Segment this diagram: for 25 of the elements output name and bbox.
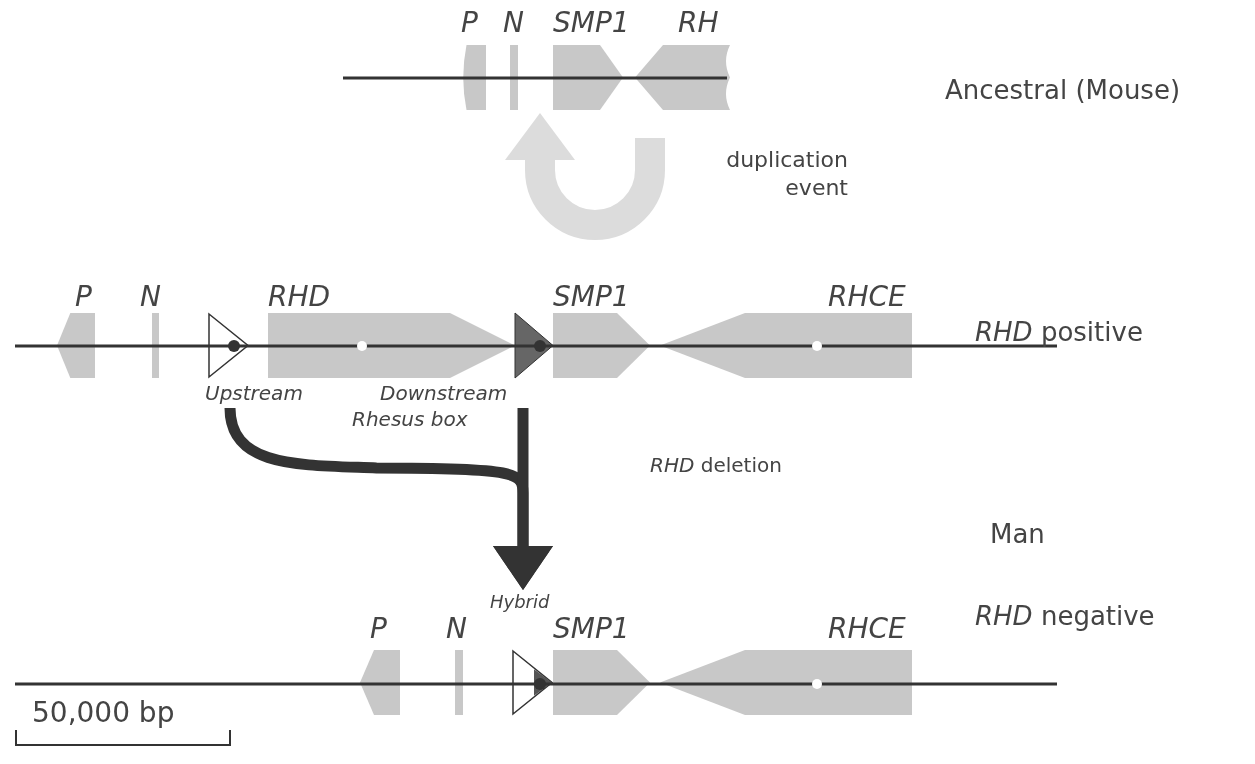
gene-label: P [461, 6, 478, 40]
row-label: RHD negative [975, 600, 1155, 632]
gene-label: SMP1 [553, 612, 630, 646]
gene-label: RHCE [828, 612, 906, 646]
gene-label: N [446, 612, 467, 646]
gene-label: RH [678, 6, 719, 40]
gene-label: RHD [268, 280, 331, 314]
event-label: RHD deletion [650, 452, 782, 478]
region-label: Rhesus box [352, 406, 468, 432]
gene-label: Upstream [205, 380, 303, 406]
gene-label: P [370, 612, 387, 646]
gene-label: N [503, 6, 524, 40]
deletion-arrow [493, 408, 553, 590]
gene-label: N [140, 280, 161, 314]
gene-label: Downstream [380, 380, 508, 406]
event-label: duplication event [725, 146, 848, 202]
gene-label: SMP1 [553, 280, 630, 314]
scale-label: 50,000 bp [32, 696, 175, 730]
gene-label: SMP1 [553, 6, 630, 40]
gene-label: RHCE [828, 280, 906, 314]
row-label: RHD positive [975, 316, 1143, 348]
species-label: Man [990, 518, 1045, 550]
gene-label: P [75, 280, 92, 314]
gene-label: Hybrid [490, 590, 550, 614]
row-label: Ancestral (Mouse) [945, 74, 1181, 106]
